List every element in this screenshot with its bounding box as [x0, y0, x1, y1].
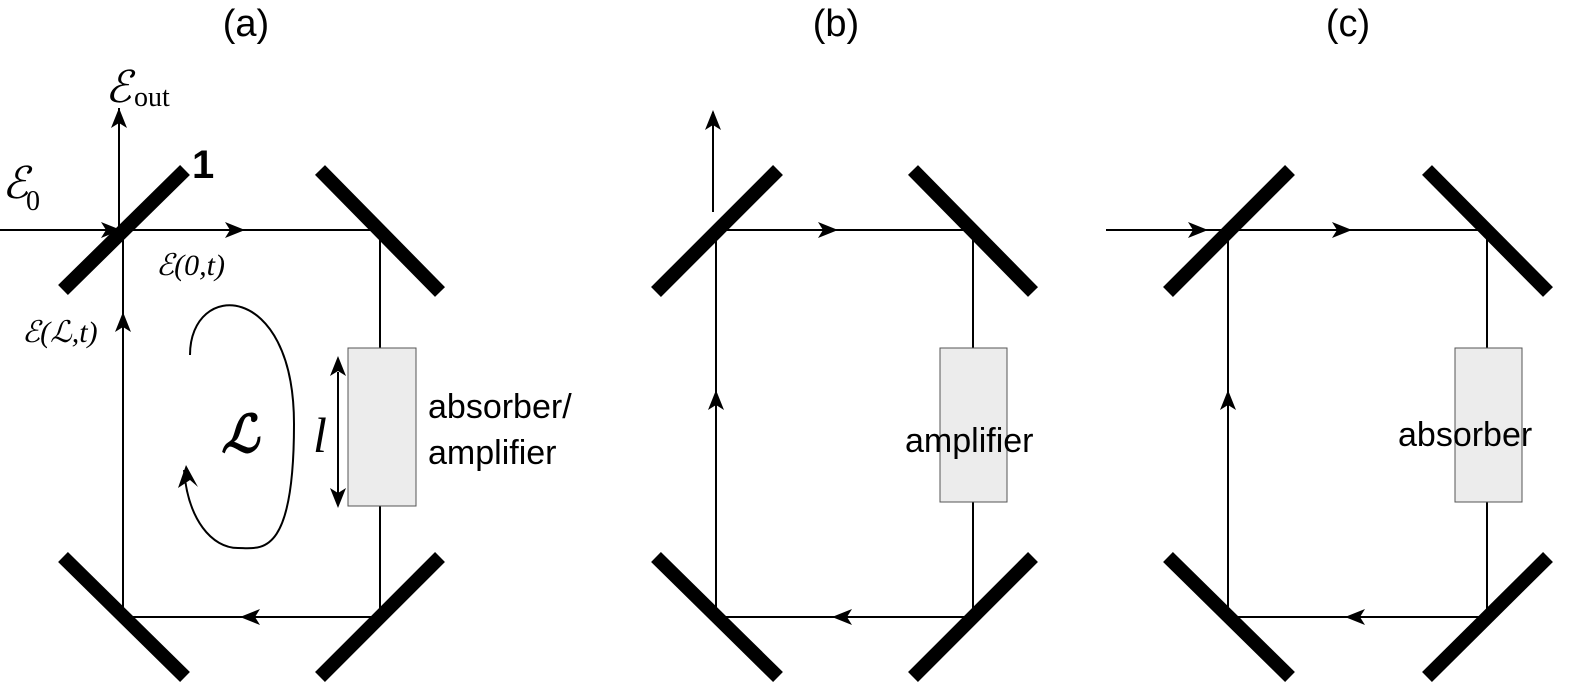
round-trip-circulation-arrow	[183, 304, 296, 550]
panel-b-label: (b)	[813, 3, 859, 45]
medium-label: amplifier	[905, 422, 1033, 460]
amplifier-cell	[939, 347, 1008, 503]
mirror-number-label: 1	[192, 143, 214, 187]
absorber-amplifier-cell	[347, 347, 417, 507]
length-l-arrow-down	[330, 488, 346, 508]
length-l-arrow-up	[330, 356, 346, 376]
output-field-subscript: out	[134, 82, 170, 113]
mirror-bottom-left	[58, 552, 190, 682]
mirror-top-right	[1422, 165, 1553, 297]
panel-b: (b) amplifier	[651, 3, 1038, 682]
mirror-bottom-right	[315, 552, 445, 682]
top-beam-arrow	[1332, 222, 1352, 238]
panel-a-label: (a)	[223, 3, 269, 45]
bottom-beam-arrow	[832, 609, 852, 625]
output-arrow	[111, 108, 127, 128]
left-beam-arrow	[115, 312, 131, 332]
mirror-bottom-right	[908, 552, 1038, 682]
loop-length-symbol: ℒ	[221, 407, 261, 464]
bottom-beam-arrow	[240, 609, 260, 625]
field-start-label: ℰ(0,t)	[156, 249, 225, 282]
mirror-top-right	[908, 165, 1038, 297]
medium-label-line1: absorber/	[428, 388, 572, 426]
field-end-label: ℰ(ℒ,t)	[22, 316, 98, 349]
input-arrow	[1188, 222, 1208, 238]
input-field-subscript: 0	[26, 186, 40, 217]
mirror-bottom-left	[651, 552, 783, 682]
mirror-top-right	[315, 165, 445, 297]
mirror-bottom-right	[1422, 552, 1553, 682]
left-beam-arrow	[708, 390, 724, 410]
left-beam-arrow	[1220, 390, 1236, 410]
mirror-bottom-left	[1163, 552, 1295, 682]
medium-label: absorber	[1398, 416, 1532, 454]
panel-a: (a) l ℒ ℰ out ℰ	[0, 3, 572, 682]
output-field-symbol: ℰ	[105, 63, 136, 112]
top-beam-arrow	[225, 222, 245, 238]
mirror-coupler	[651, 165, 783, 297]
circulation-arrowhead	[178, 465, 198, 488]
panel-c-label: (c)	[1326, 3, 1370, 45]
panel-c: (c) absorber	[1106, 3, 1553, 682]
medium-length-symbol: l	[313, 407, 327, 463]
input-field-symbol: ℰ	[2, 159, 33, 208]
medium-label-line2: amplifier	[428, 434, 556, 472]
input-arrow	[101, 222, 121, 238]
absorber-cell	[1454, 347, 1523, 503]
bottom-beam-arrow	[1345, 609, 1365, 625]
output-arrow	[705, 110, 721, 130]
top-beam-arrow	[818, 222, 838, 238]
mirror-1-coupler	[58, 165, 190, 295]
mirror-coupler	[1163, 165, 1295, 297]
